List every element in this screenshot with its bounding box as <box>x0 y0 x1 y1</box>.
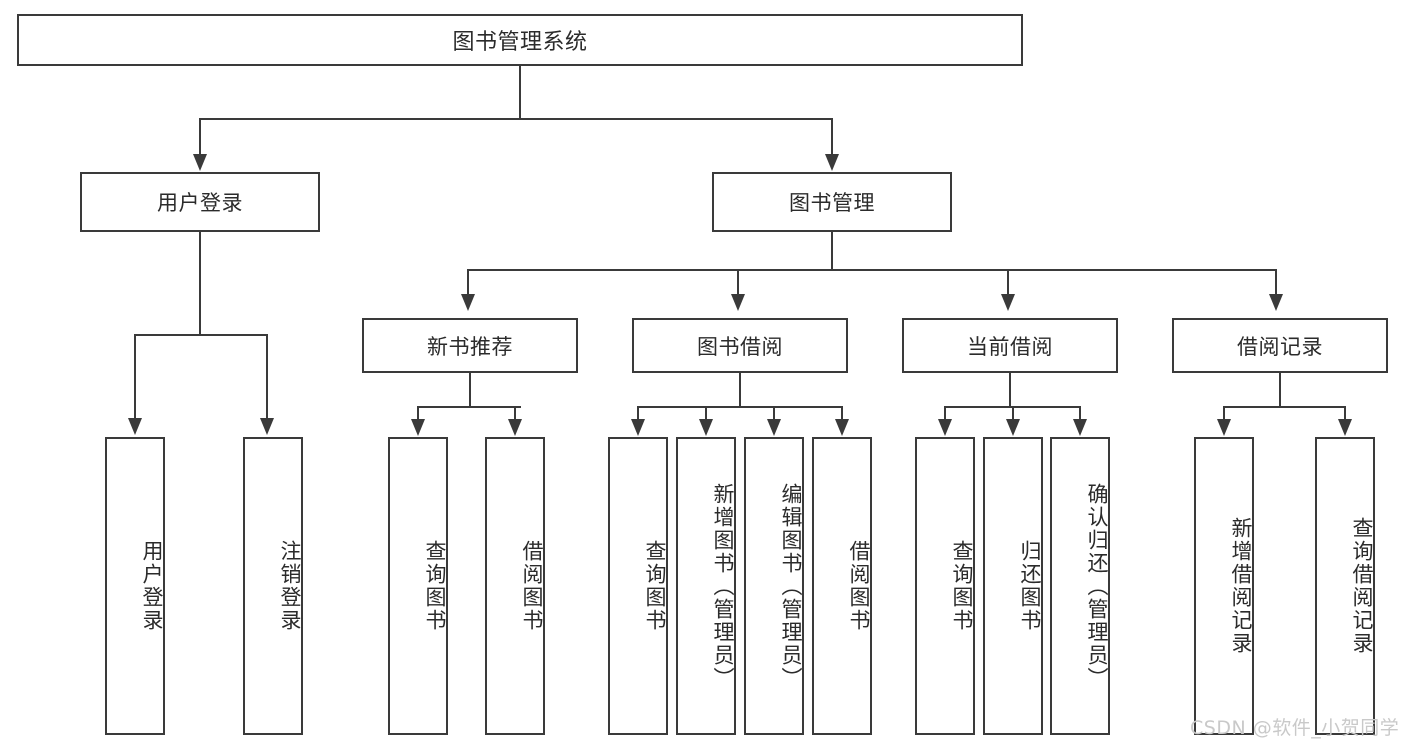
leaf-user-login-logout[interactable]: 注销登录 <box>243 437 303 735</box>
leaf-new-book-recommend-query-books[interactable]: 查询图书 <box>388 437 448 735</box>
edge-current-borrow-stem <box>1009 373 1011 407</box>
node-current-borrow[interactable]: 当前借阅 <box>902 318 1118 373</box>
edge-new-book-recommend-stem <box>469 373 471 407</box>
leaf-current-borrow-confirm-return-admin[interactable]: 确认归还（管理员） <box>1050 437 1110 735</box>
edge-bb-leaf-2 <box>705 406 707 421</box>
edge-bb-leaf-4 <box>841 406 843 421</box>
node-label: 编辑图书（管理员） <box>779 482 803 690</box>
edge-book-borrow-stem <box>739 373 741 407</box>
arrow-bb-leaf-4 <box>835 419 849 436</box>
node-label: 图书管理 <box>789 191 875 215</box>
arrow-to-user-login <box>193 154 207 171</box>
arrow-cb-leaf-1 <box>938 419 952 436</box>
edge-nbr-leaf-1 <box>417 406 419 421</box>
edge-root-stem <box>519 66 521 120</box>
node-label: 当前借阅 <box>967 334 1053 359</box>
node-book-borrow[interactable]: 图书借阅 <box>632 318 848 373</box>
edge-nbr-leaf-2 <box>514 406 516 421</box>
node-label: 借阅图书 <box>520 540 544 632</box>
edge-cb-leaf-3 <box>1079 406 1081 421</box>
edge-to-book-management <box>831 118 833 156</box>
edge-new-book-recommend-leaf-bar <box>417 406 521 408</box>
edge-user-login-leaf-2 <box>266 334 268 420</box>
leaf-book-borrow-borrow-books[interactable]: 借阅图书 <box>812 437 872 735</box>
node-label: 归还图书 <box>1018 540 1042 632</box>
edge-to-borrow-record <box>1275 269 1277 296</box>
arrow-cb-leaf-2 <box>1006 419 1020 436</box>
leaf-current-borrow-return-books[interactable]: 归还图书 <box>983 437 1043 735</box>
edge-book-borrow-leaf-bar <box>637 406 843 408</box>
edge-borrow-record-stem <box>1279 373 1281 407</box>
arrow-nbr-leaf-2 <box>508 419 522 436</box>
node-label: 用户登录 <box>140 540 164 632</box>
edge-to-book-borrow <box>737 269 739 296</box>
node-label: 查询借阅记录 <box>1350 517 1374 655</box>
node-new-book-recommend[interactable]: 新书推荐 <box>362 318 578 373</box>
edge-user-login-stem <box>199 232 201 335</box>
edge-bb-leaf-3 <box>773 406 775 421</box>
edge-to-new-book-recommend <box>467 269 469 296</box>
leaf-book-borrow-add-book-admin[interactable]: 新增图书（管理员） <box>676 437 736 735</box>
node-book-management[interactable]: 图书管理 <box>712 172 952 232</box>
leaf-new-book-recommend-borrow-books[interactable]: 借阅图书 <box>485 437 545 735</box>
arrow-to-new-book-recommend <box>461 294 475 311</box>
edge-cb-leaf-1 <box>944 406 946 421</box>
node-root-book-management-system[interactable]: 图书管理系统 <box>17 14 1023 66</box>
node-label: 确认归还（管理员） <box>1085 482 1109 690</box>
arrow-user-login-leaf-2 <box>260 418 274 435</box>
arrow-bb-leaf-1 <box>631 419 645 436</box>
node-label: 新书推荐 <box>427 334 513 359</box>
node-label: 新增借阅记录 <box>1229 517 1253 655</box>
arrow-br-leaf-2 <box>1338 419 1352 436</box>
leaf-borrow-record-add-record[interactable]: 新增借阅记录 <box>1194 437 1254 735</box>
node-label: 借阅记录 <box>1237 334 1323 359</box>
edge-br-leaf-1 <box>1223 406 1225 421</box>
arrow-to-book-management <box>825 154 839 171</box>
node-label: 查询图书 <box>423 540 447 632</box>
arrow-bb-leaf-2 <box>699 419 713 436</box>
arrow-cb-leaf-3 <box>1073 419 1087 436</box>
arrow-bb-leaf-3 <box>767 419 781 436</box>
edge-br-leaf-2 <box>1344 406 1346 421</box>
arrow-user-login-leaf-1 <box>128 418 142 435</box>
arrow-to-current-borrow <box>1001 294 1015 311</box>
edge-to-user-login <box>199 118 201 156</box>
node-label: 用户登录 <box>157 191 243 215</box>
arrow-to-borrow-record <box>1269 294 1283 311</box>
node-label: 查询图书 <box>643 540 667 632</box>
node-label: 查询图书 <box>950 540 974 632</box>
node-label: 新增图书（管理员） <box>711 482 735 690</box>
node-label: 注销登录 <box>278 540 302 632</box>
leaf-book-borrow-query-books[interactable]: 查询图书 <box>608 437 668 735</box>
edge-user-login-leaf-1 <box>134 334 136 420</box>
edge-level2-bar <box>199 118 833 120</box>
node-label: 借阅图书 <box>847 540 871 632</box>
edge-book-management-stem <box>831 232 833 271</box>
edge-borrow-record-leaf-bar <box>1223 406 1344 408</box>
leaf-current-borrow-query-books[interactable]: 查询图书 <box>915 437 975 735</box>
node-label: 图书借阅 <box>697 334 783 359</box>
leaf-user-login-user-login[interactable]: 用户登录 <box>105 437 165 735</box>
node-label: 图书管理系统 <box>452 30 588 55</box>
leaf-borrow-record-query-record[interactable]: 查询借阅记录 <box>1315 437 1375 735</box>
node-user-login[interactable]: 用户登录 <box>80 172 320 232</box>
node-borrow-record[interactable]: 借阅记录 <box>1172 318 1388 373</box>
edge-to-current-borrow <box>1007 269 1009 296</box>
leaf-book-borrow-edit-book-admin[interactable]: 编辑图书（管理员） <box>744 437 804 735</box>
edge-cb-leaf-2 <box>1012 406 1014 421</box>
arrow-to-book-borrow <box>731 294 745 311</box>
watermark-text: CSDN @软件_小贺同学 <box>1190 717 1400 739</box>
edge-bb-leaf-1 <box>637 406 639 421</box>
edge-user-login-leaf-bar <box>134 334 266 336</box>
arrow-br-leaf-1 <box>1217 419 1231 436</box>
arrow-nbr-leaf-1 <box>411 419 425 436</box>
edge-level3-bar <box>467 269 1275 271</box>
